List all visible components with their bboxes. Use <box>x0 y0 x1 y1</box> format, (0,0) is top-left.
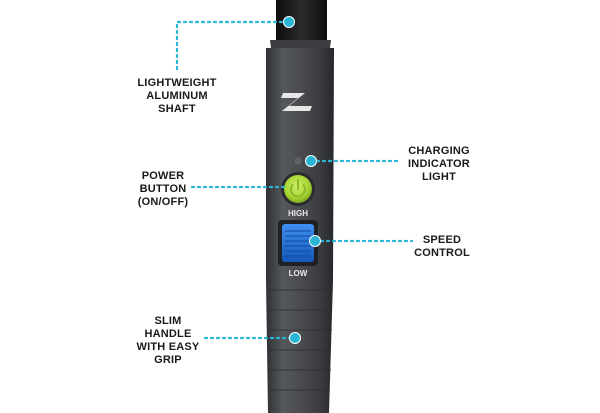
charging-pointer-dot <box>305 155 317 167</box>
high-label: HIGH <box>288 209 308 218</box>
shaft-leader-line <box>175 20 290 74</box>
handle-pointer-dot <box>289 332 301 344</box>
slider-grip-lines <box>285 230 311 257</box>
low-label: LOW <box>289 269 308 278</box>
speed-control-slider[interactable] <box>282 224 314 262</box>
callout-power: POWER BUTTON (ON/OFF) <box>137 170 189 208</box>
swoosh-logo-icon <box>281 93 312 111</box>
charging-indicator-light <box>294 157 302 165</box>
speed-pointer-dot <box>309 235 321 247</box>
shaft-collar <box>270 40 331 48</box>
callout-charging: CHARGING INDICATOR LIGHT <box>408 145 470 183</box>
callout-shaft: LIGHTWEIGHT ALUMINUM SHAFT <box>137 77 217 115</box>
callout-handle: SLIM HANDLE WITH EASY GRIP <box>136 315 200 366</box>
callout-speed: SPEED CONTROL <box>414 234 470 259</box>
grip-ridges <box>267 289 333 391</box>
shaft-pointer-dot <box>283 16 295 28</box>
power-icon <box>290 179 306 198</box>
